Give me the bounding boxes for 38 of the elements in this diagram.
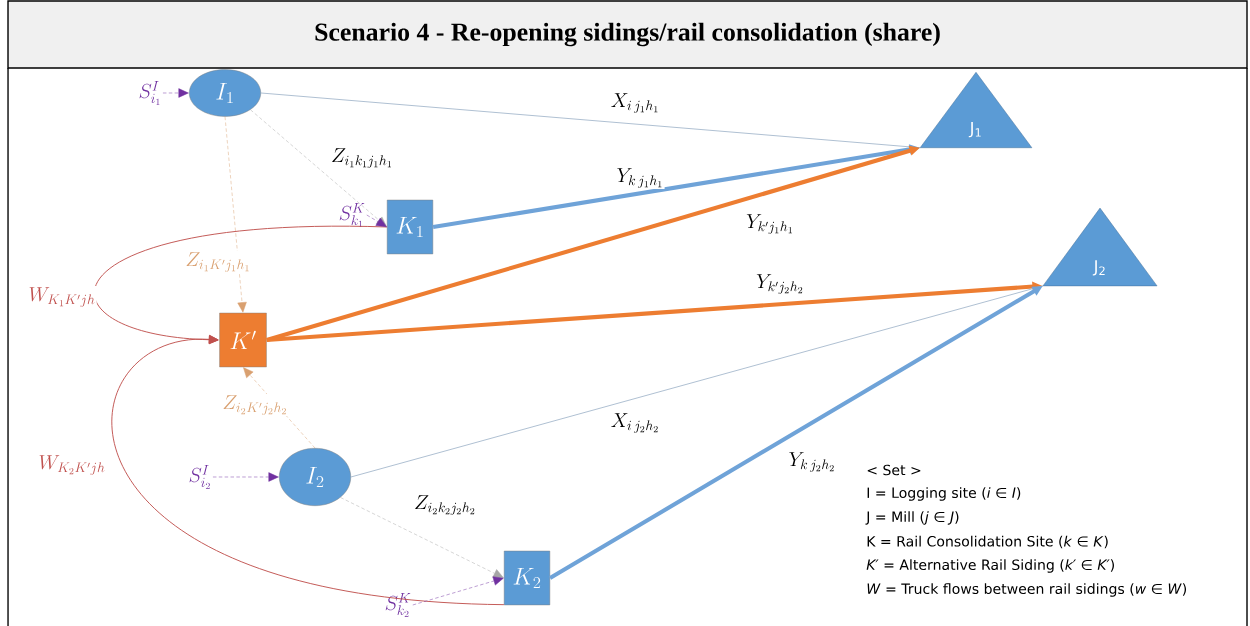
arrow: [412, 576, 504, 606]
mill-triangle: J$_{2}$: [1042, 207, 1158, 287]
edge-label: $X_{i\,j_1h_1}$: [609, 92, 661, 114]
arrow: [162, 88, 189, 98]
siding-square: $K'$: [219, 312, 267, 368]
edge-label: $Y_{k\,j_1h_1}$: [615, 167, 665, 189]
arrow: [243, 367, 316, 449]
siding-square: $K_1$: [386, 199, 434, 255]
edge-label: $Z_{i_2k_2j_2h_2}$: [412, 494, 478, 516]
edge-label: $Z_{i_1K'j_1h_1}$: [184, 251, 252, 273]
mill-triangle: J$_{1}$: [919, 72, 1033, 148]
connector-line: [350, 285, 1044, 478]
edge-label: $W_{K_2K'jh}$: [37, 454, 107, 476]
arrow: [212, 472, 279, 482]
edge-label: $W_{K_1K'jh}$: [27, 286, 97, 308]
supply-label: $S^{K}_{k_1}$: [337, 201, 367, 229]
connector-line: [260, 92, 921, 149]
edge-label: $Y_{k'j_2h_2}$: [754, 273, 806, 295]
arrow: [366, 214, 387, 227]
edge-label: $Z_{i_2K'j_2h_2}$: [221, 394, 289, 416]
siding-square: $K_2$: [503, 550, 551, 606]
arrow: [340, 497, 504, 578]
supply-label: $S^{I}_{i_1}$: [137, 79, 163, 107]
supply-label: $S^{I}_{i_2}$: [187, 463, 213, 491]
supply-label: $S^{K}_{k_2}$: [383, 591, 413, 619]
edge-label: $Z_{i_1k_1j_1h_1}$: [329, 147, 395, 169]
set-definition: W = Truck flows between rail sidings (w ∈ W): [867, 583, 1187, 597]
edge-label: $Y_{k\,j_2h_2}$: [787, 451, 837, 473]
set-definition: K′ = Alternative Rail Siding (k′ ∈ K′): [866, 559, 1114, 573]
set-definition: K = Rail Consolidation Site (k ∈ K): [867, 535, 1108, 549]
arrow: [224, 116, 247, 313]
set-definition: < Set >: [867, 464, 921, 476]
set-definition: I = Logging site (i ∈ I): [867, 487, 1021, 501]
curved-arrow: [112, 334, 505, 606]
set-definition: J = Mill (j ∈ J): [865, 511, 959, 525]
title-bar: Scenario 4 - Re-opening sidings/rail consolidation (share): [7, 0, 1248, 69]
edge-label: $Y_{k'j_1h_1}$: [744, 213, 796, 235]
edge-label: $X_{i\,j_2h_2}$: [609, 412, 661, 434]
